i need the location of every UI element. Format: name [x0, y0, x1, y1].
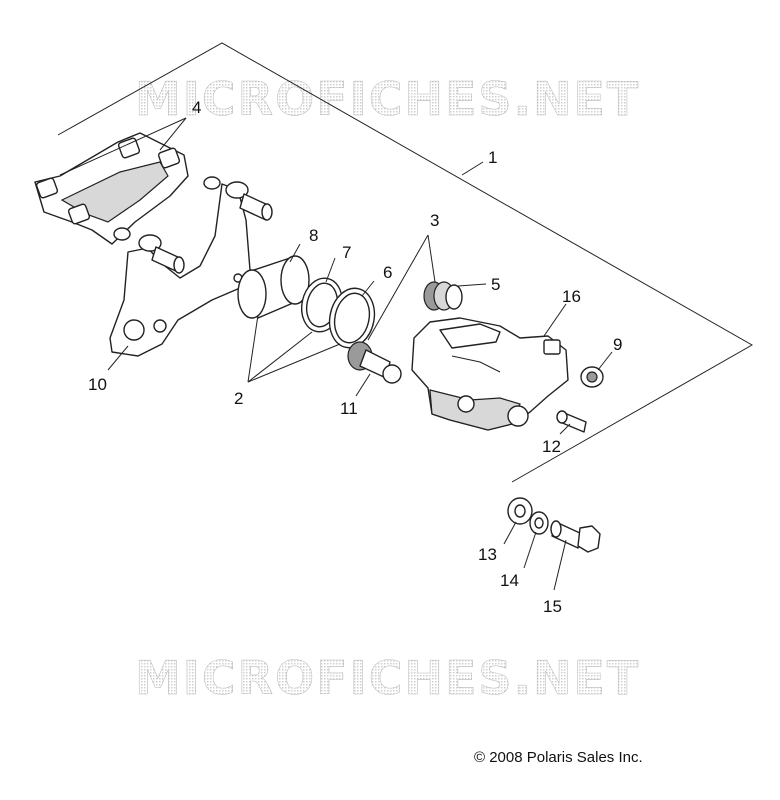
mounting-bolt [550, 520, 601, 553]
copyright-notice: © 2008 Polaris Sales Inc. [474, 749, 643, 766]
pin-boot [423, 281, 463, 311]
bushing [580, 366, 604, 388]
callout-1: 1 [488, 148, 497, 167]
callout-12: 12 [542, 437, 561, 456]
slide-pin [347, 341, 402, 384]
callout-13: 13 [478, 545, 497, 564]
guide-pin [556, 410, 587, 433]
callout-15: 15 [543, 597, 562, 616]
callout-16: 16 [562, 287, 581, 306]
callout-7: 7 [342, 243, 351, 262]
caliper-piston [237, 255, 310, 319]
assembly-outline [57, 42, 754, 483]
watermark-bottom: MICROFICHES.NET [135, 651, 640, 705]
leader-lines [59, 117, 613, 591]
lock-washer [529, 511, 549, 535]
caliper-body [411, 317, 569, 431]
callout-9: 9 [613, 335, 622, 354]
callout-2: 2 [234, 389, 243, 408]
callout-8: 8 [309, 226, 318, 245]
callout-14: 14 [500, 571, 519, 590]
pad-plate [34, 132, 189, 245]
washer [507, 497, 533, 525]
callout-6: 6 [383, 263, 392, 282]
watermark-top: MICROFICHES.NET [135, 72, 640, 126]
callout-4: 4 [192, 98, 201, 117]
dust-seal [328, 287, 376, 349]
callout-11: 11 [340, 399, 358, 418]
callout-10: 10 [88, 375, 107, 394]
callout-5: 5 [491, 275, 500, 294]
callout-3: 3 [430, 211, 439, 230]
